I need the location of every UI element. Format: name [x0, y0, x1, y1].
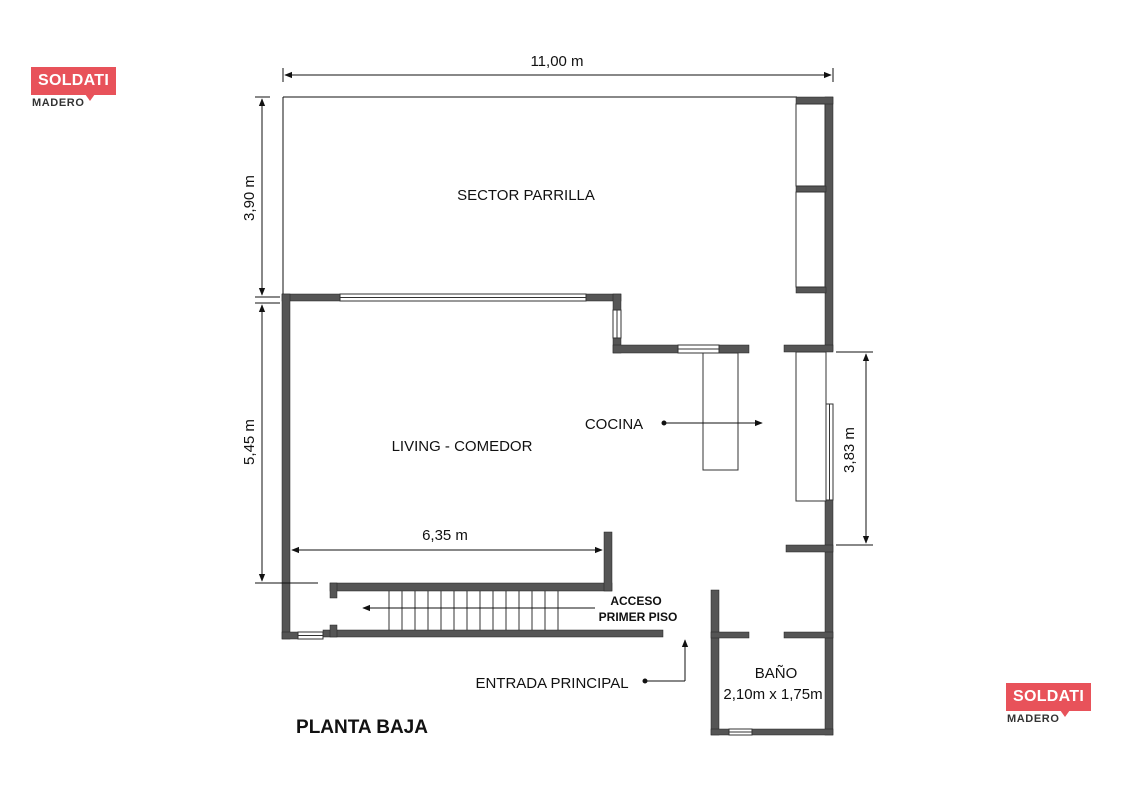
dim-label-stair-length: 6,35 m — [422, 527, 468, 544]
brand-name: SOLDATI — [31, 67, 117, 95]
grill-outline — [282, 96, 797, 296]
dim-label-living-depth: 5,45 m — [241, 419, 258, 465]
room-label-living: LIVING - COMEDOR — [392, 438, 533, 455]
room-label-grill: SECTOR PARRILLA — [457, 187, 595, 204]
brand-subtitle: MADERO — [1007, 713, 1060, 725]
dimension-lines — [255, 68, 873, 584]
brand-badge-tail — [85, 94, 95, 101]
dim-label-grill-depth: 3,90 m — [241, 175, 258, 221]
stairs — [388, 591, 559, 630]
dim-label-kitchen-length: 3,83 m — [841, 427, 858, 473]
walls — [281, 96, 834, 736]
furniture — [702, 103, 827, 502]
main-entrance-label: ENTRADA PRINCIPAL — [475, 675, 628, 692]
stair-access-label-2: PRIMER PISO — [599, 610, 678, 624]
brand-name: SOLDATI — [1006, 683, 1092, 711]
brand-badge-tail — [1060, 710, 1070, 717]
windows — [297, 293, 834, 736]
bath-size-label: 2,10m x 1,75m — [723, 686, 822, 703]
brand-subtitle: MADERO — [32, 97, 85, 109]
room-label-bath: BAÑO — [755, 665, 798, 682]
dim-label-total-width: 11,00 m — [530, 53, 583, 70]
brand-logo-top: SOLDATI MADERO — [31, 67, 121, 111]
room-label-kitchen: COCINA — [585, 416, 643, 433]
brand-logo-bottom: SOLDATI MADERO — [1006, 683, 1096, 727]
annotation-arrows — [362, 419, 763, 684]
kitchen-island — [702, 352, 739, 471]
plan-title: PLANTA BAJA — [296, 717, 428, 738]
stair-access-label-1: ACCESO — [610, 594, 661, 608]
